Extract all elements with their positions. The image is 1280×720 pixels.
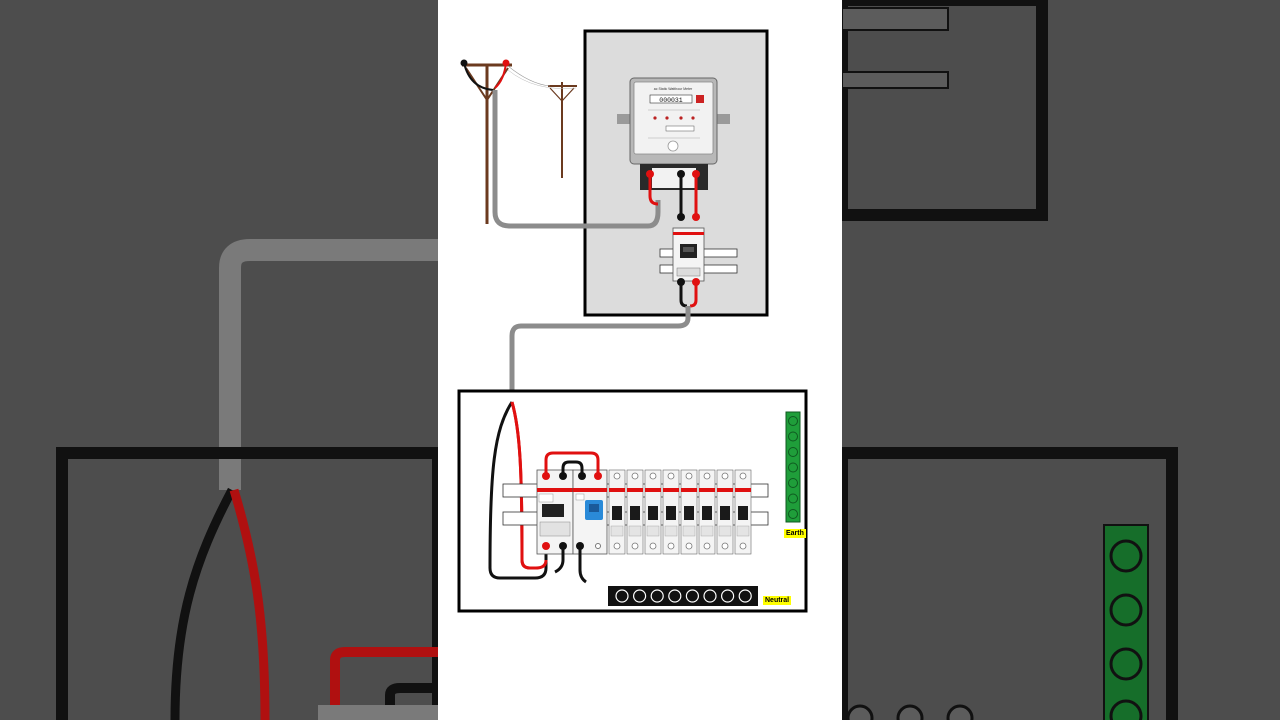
mcb <box>680 469 698 555</box>
neutral-terminal <box>703 589 717 603</box>
utility-pole-far <box>548 82 577 178</box>
earth-terminal <box>788 447 798 457</box>
neutral-terminal <box>685 589 700 603</box>
mcb <box>608 469 626 555</box>
svg-text:ac Static Watthour Meter: ac Static Watthour Meter <box>654 87 693 91</box>
feeder-cable <box>509 306 691 402</box>
earth-terminal <box>788 462 798 473</box>
overhead-line <box>507 65 551 87</box>
neutral-bar <box>608 586 758 606</box>
neutral-terminal <box>668 589 682 603</box>
neutral-label: Neutral <box>763 596 792 605</box>
earth-bar <box>785 411 801 523</box>
mcb <box>662 469 680 555</box>
rcbo <box>536 469 574 555</box>
earth-terminal <box>788 493 798 504</box>
neutral-incoming-wire <box>488 401 548 580</box>
mcb <box>734 469 752 555</box>
earth-label: Earth <box>784 529 806 538</box>
earth-terminal <box>788 509 798 519</box>
service-cable <box>492 90 661 229</box>
neutral-terminal <box>632 589 647 603</box>
earth-terminal <box>788 478 798 488</box>
wiring-diagram: ac Static Watthour Meter 000031 <box>457 29 808 613</box>
mcb <box>626 469 644 555</box>
mcb <box>716 469 734 555</box>
utility-pole-main <box>460 59 512 224</box>
neutral-terminal <box>738 589 752 603</box>
neutral-terminal <box>720 589 735 603</box>
earth-terminal <box>788 431 798 442</box>
meter-reading: 000031 <box>659 97 683 104</box>
main-switch <box>672 227 705 282</box>
mcb <box>644 469 662 555</box>
diagram-panel: ac Static Watthour Meter 000031 <box>438 0 842 720</box>
mcb <box>698 469 716 555</box>
energy-meter: ac Static Watthour Meter 000031 <box>617 77 730 190</box>
rccb <box>572 469 608 555</box>
mcb-group <box>608 469 752 555</box>
earth-terminal <box>788 416 798 426</box>
neutral-terminal <box>615 589 629 603</box>
neutral-terminal <box>650 589 664 603</box>
